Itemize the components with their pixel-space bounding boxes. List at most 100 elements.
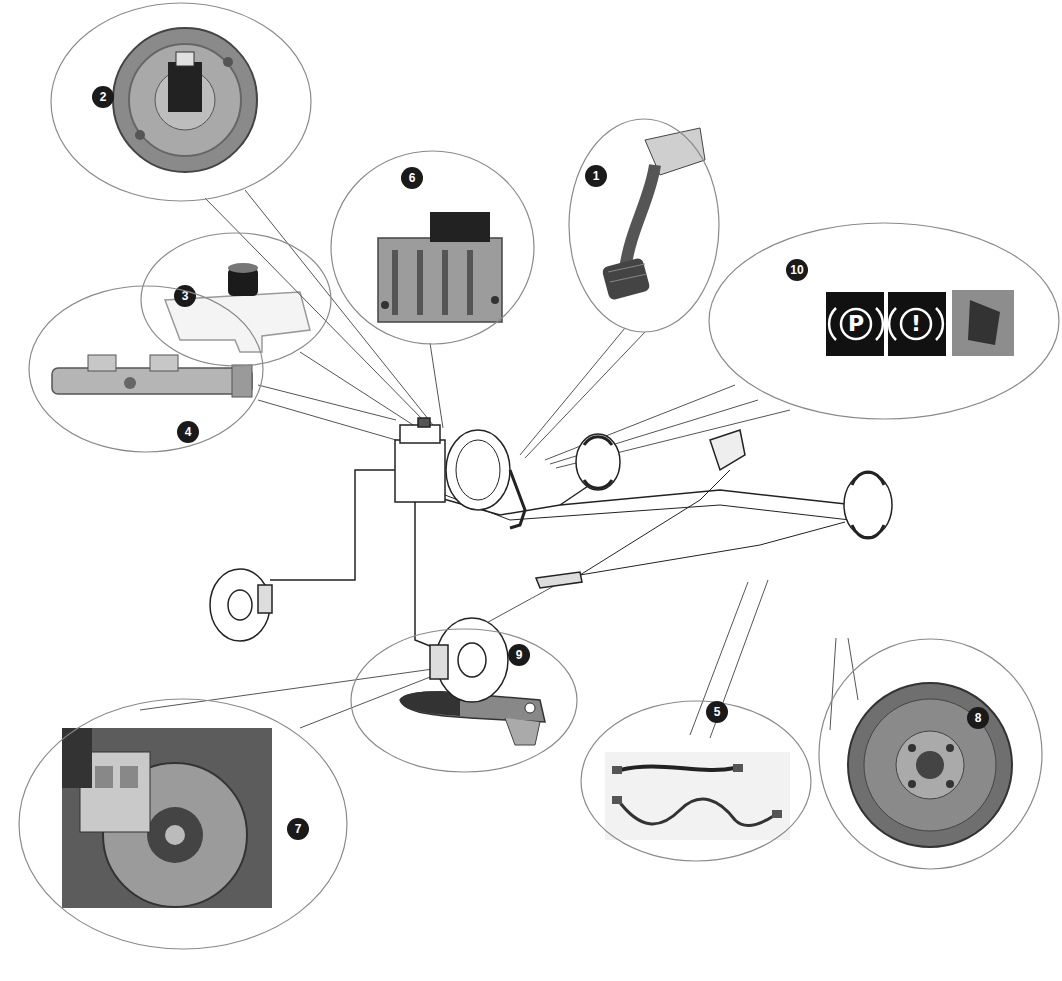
brake-system xyxy=(228,590,252,620)
callout-number: 7 xyxy=(287,818,309,840)
warning-light-photo xyxy=(841,309,871,339)
abs-unit-photo xyxy=(378,238,502,322)
drum-photo xyxy=(896,731,964,799)
leader-line xyxy=(140,190,858,738)
booster-photo xyxy=(223,57,233,67)
brake-system xyxy=(852,525,884,538)
booster-photo xyxy=(113,28,257,172)
leader-line xyxy=(300,352,424,432)
callout-bubble: 6 xyxy=(330,150,535,345)
caliper-photo xyxy=(147,807,203,863)
brake-system xyxy=(270,470,400,580)
leader-line xyxy=(430,343,443,428)
callout-bubble: 9 xyxy=(350,628,578,773)
booster-photo xyxy=(113,28,257,172)
callout-number: 3 xyxy=(174,285,196,307)
callout-ellipse xyxy=(351,629,577,772)
callout-bubble: 1 xyxy=(568,118,720,333)
warning-light-photo xyxy=(876,308,883,340)
leader-line xyxy=(205,198,428,425)
callout-ellipse xyxy=(51,3,311,201)
booster-photo xyxy=(129,44,241,156)
pedal-photo xyxy=(608,264,645,272)
leader-line xyxy=(300,672,443,728)
brake-system xyxy=(852,472,884,485)
brake-system xyxy=(710,430,745,470)
master-cylinder-photo xyxy=(88,355,116,371)
callout-bubble: 5 xyxy=(580,700,812,862)
leader-line xyxy=(848,638,858,700)
callout-ellipse xyxy=(140,232,332,367)
callout-number: 2 xyxy=(92,86,114,108)
callout-ellipse xyxy=(569,119,719,332)
hose-photo xyxy=(605,752,790,840)
caliper-photo xyxy=(62,728,92,788)
abs-unit-photo xyxy=(491,296,499,304)
leader-line xyxy=(545,385,735,460)
callout-ellipse xyxy=(331,151,534,344)
leader-line xyxy=(245,190,433,425)
warning-symbol: ! xyxy=(901,312,931,336)
callout-ellipse xyxy=(350,628,578,773)
pedal-photo xyxy=(601,128,705,301)
brake-system xyxy=(446,430,510,510)
callout-number: 4 xyxy=(177,421,199,443)
drum-photo xyxy=(908,744,916,752)
callout-ellipse xyxy=(29,286,263,452)
drum-photo xyxy=(946,744,954,752)
caliper-photo xyxy=(165,825,185,845)
hose-photo xyxy=(612,796,622,804)
hose-photo xyxy=(620,766,735,770)
warning-light-photo xyxy=(889,308,896,340)
brake-system xyxy=(210,418,892,702)
hose-photo xyxy=(733,764,743,772)
booster-photo xyxy=(135,130,145,140)
brake-system xyxy=(445,495,850,520)
callout-ellipse xyxy=(330,150,535,345)
abs-unit-photo xyxy=(467,250,473,315)
callout-number: 5 xyxy=(706,701,728,723)
abs-unit-photo xyxy=(430,212,490,242)
reservoir-photo xyxy=(228,263,258,273)
callout-bubble: 3 xyxy=(140,232,332,367)
warning-light-photo xyxy=(826,290,1014,356)
brake-system xyxy=(458,643,486,677)
warning-light-photo xyxy=(829,308,836,340)
brake-system xyxy=(258,585,272,613)
leader-line xyxy=(830,638,836,730)
master-cylinder-photo xyxy=(52,355,252,397)
brake-system xyxy=(418,418,430,427)
callout-ellipse xyxy=(50,2,312,202)
pedal-photo xyxy=(610,274,647,282)
abs-unit-photo xyxy=(392,250,398,315)
pedal-photo xyxy=(625,165,655,270)
callout-bubble: 2 xyxy=(50,2,312,202)
master-cylinder-photo xyxy=(150,355,178,371)
brake-system xyxy=(456,440,500,500)
hose-photo xyxy=(612,766,622,774)
brake-system xyxy=(415,500,440,650)
warning-light-photo xyxy=(888,292,946,356)
callout-ellipse xyxy=(819,639,1042,869)
pedal-photo xyxy=(601,257,650,301)
handbrake-photo xyxy=(505,718,540,745)
callout-number: 10 xyxy=(786,259,808,281)
warning-light-photo xyxy=(901,309,931,339)
brake-system xyxy=(395,440,445,502)
drum-photo xyxy=(908,780,916,788)
master-cylinder-photo xyxy=(124,377,136,389)
booster-photo xyxy=(176,52,194,66)
brake-system xyxy=(576,434,620,490)
callout-ellipse xyxy=(568,118,720,333)
brake-system xyxy=(584,480,612,488)
brake-system xyxy=(510,470,525,528)
warning-light-photo xyxy=(936,308,943,340)
brake-system xyxy=(430,645,448,679)
callout-ellipse xyxy=(141,233,331,366)
callout-ellipse xyxy=(580,700,812,862)
caliper-photo xyxy=(62,728,272,908)
callout-ellipse xyxy=(818,638,1043,870)
callout-ellipse xyxy=(709,223,1059,419)
leader-line xyxy=(520,328,625,455)
